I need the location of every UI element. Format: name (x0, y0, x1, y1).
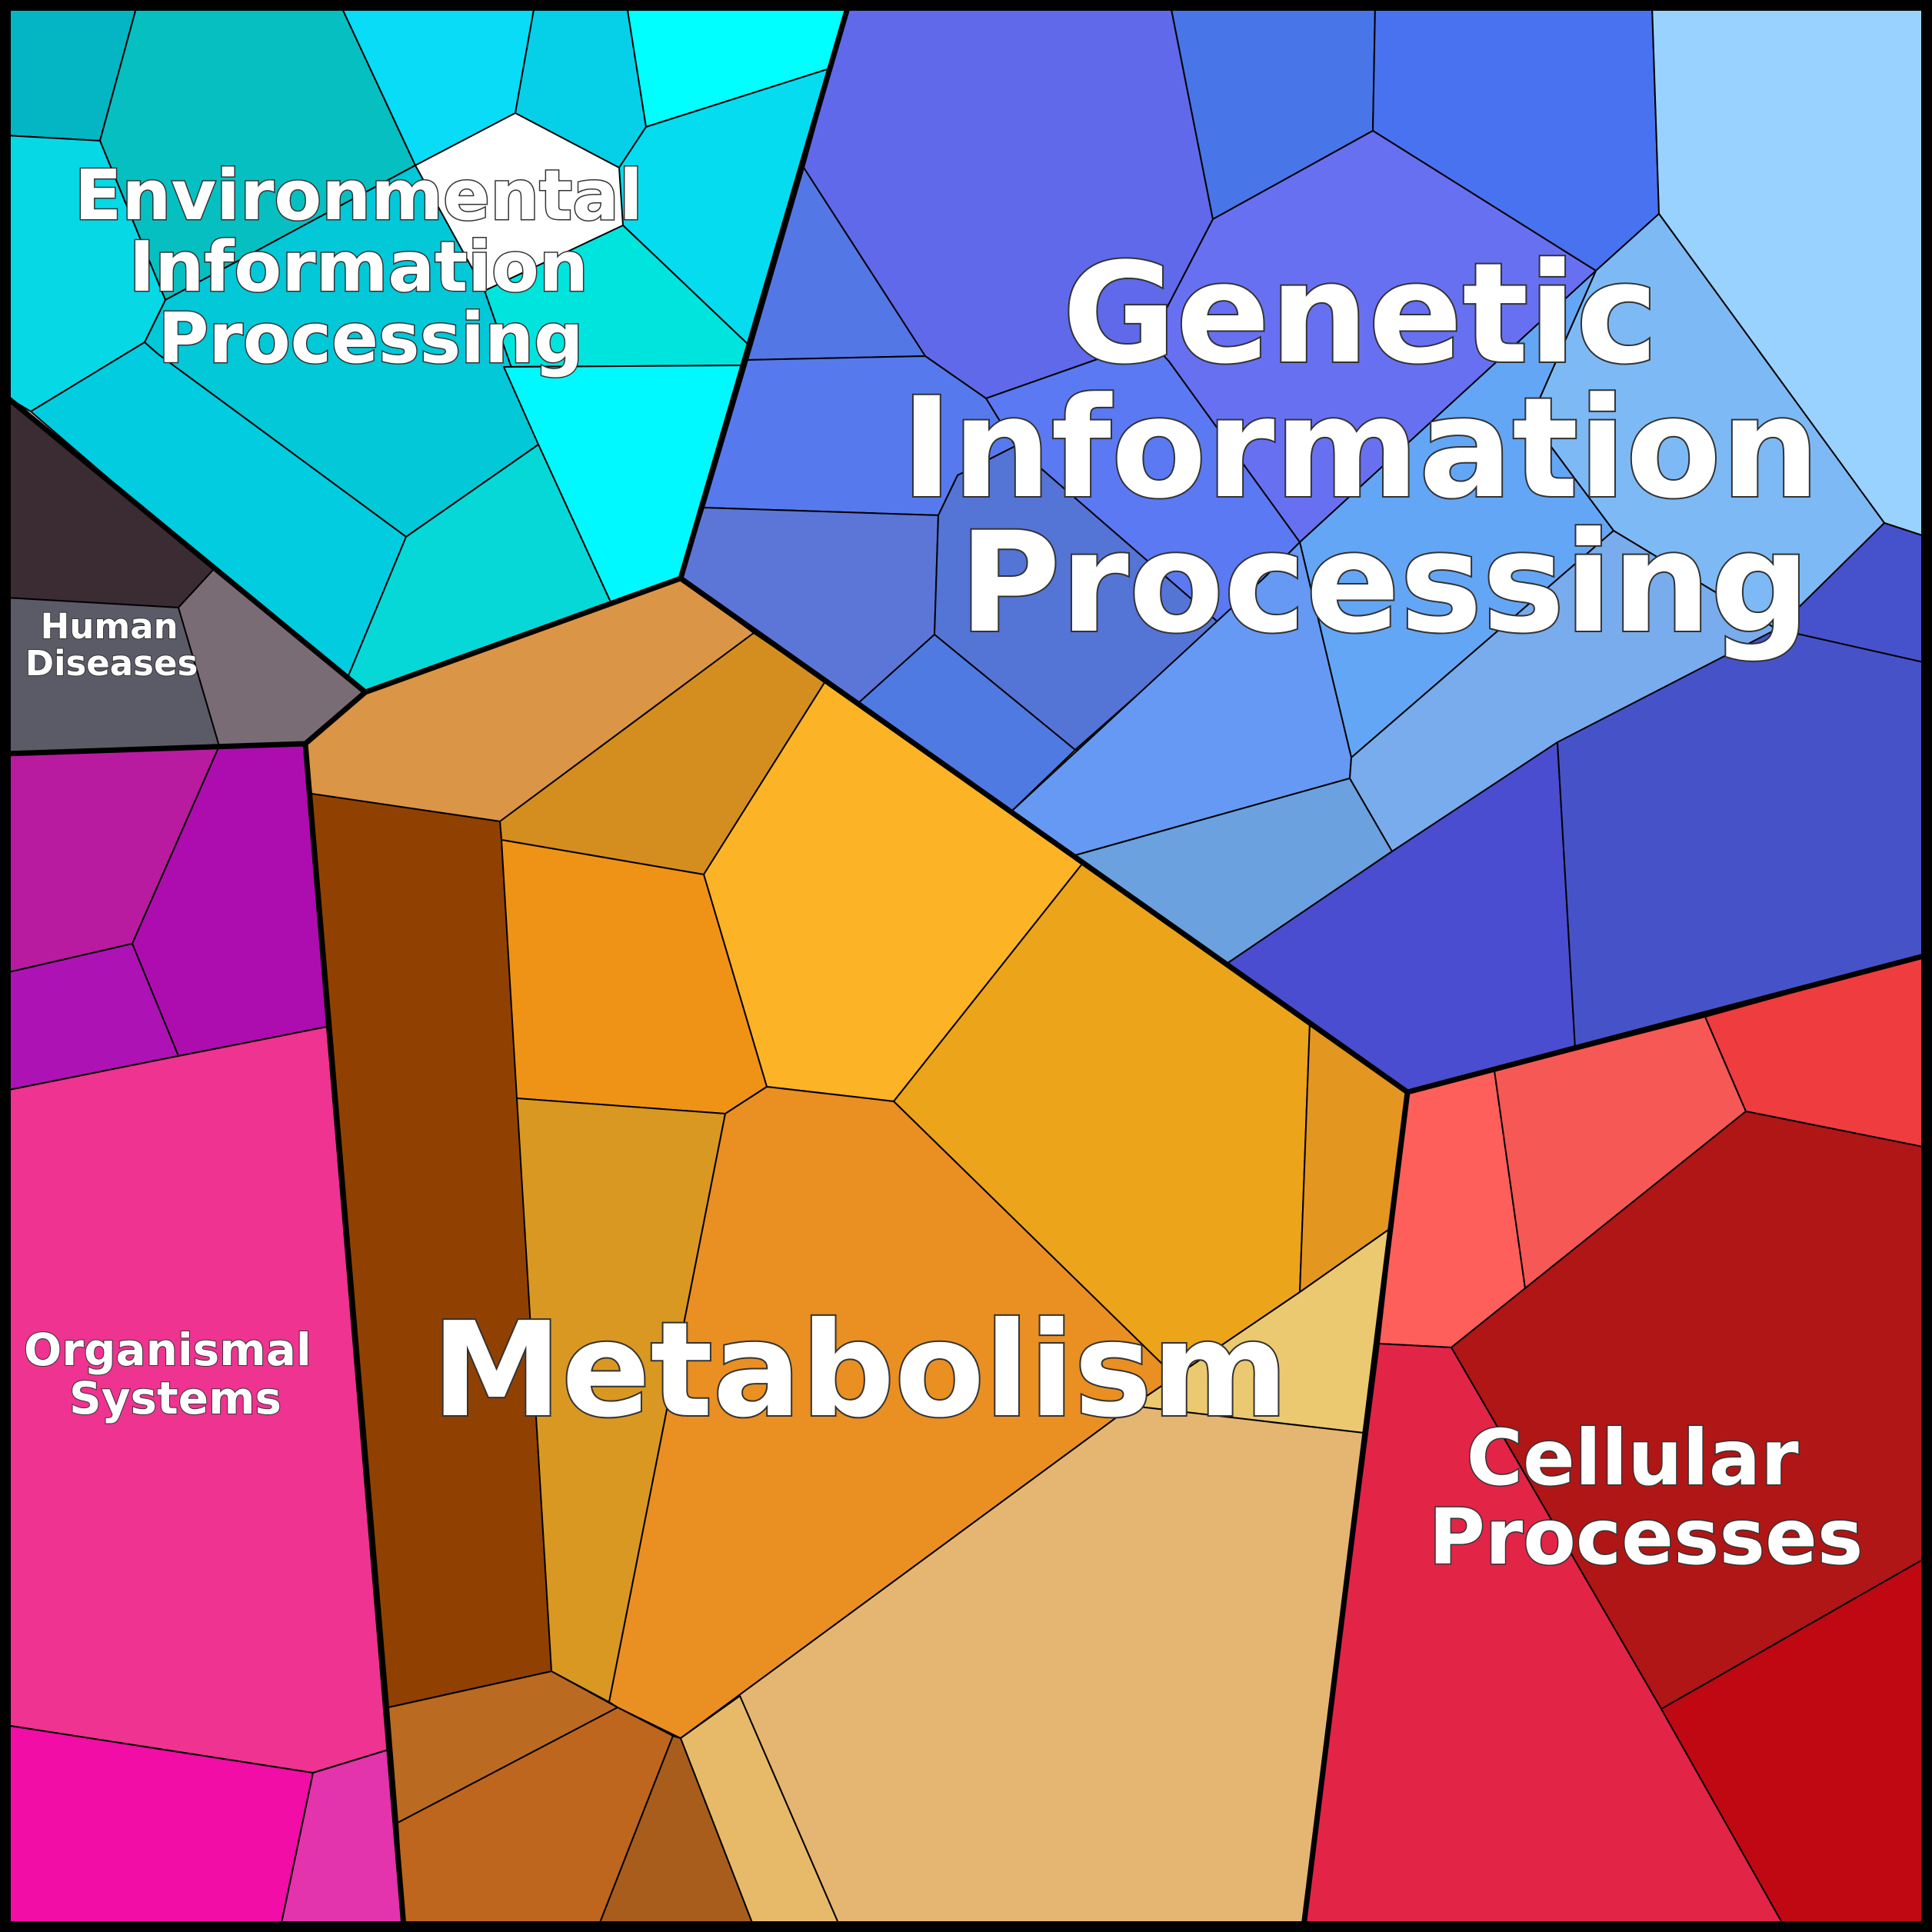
region-environmental-information-processing (5, 5, 849, 693)
environmental-cell (515, 5, 647, 168)
organismal-systems-label: Organismal Systems (24, 1324, 327, 1424)
region-labels: Environmental Information Processing Gen… (23, 155, 1867, 1584)
region-genetic-information-processing (680, 5, 1927, 1093)
human-diseases-label: Human Diseases (25, 606, 198, 684)
region-human-diseases (5, 395, 366, 754)
genetic-cell (1349, 530, 1777, 852)
region-metabolism (305, 578, 1408, 1927)
region-organismal-systems (5, 743, 405, 1927)
region-cellular-processes (1303, 954, 1927, 1927)
cellular-processes-label: Cellular Processes (1429, 1413, 1864, 1582)
metabolism-label: Metabolism (431, 1294, 1288, 1447)
environmental-information-processing-label: Environmental Information Processing (75, 155, 667, 379)
genetic-information-processing-label: Genetic Information Processing (901, 234, 1867, 664)
